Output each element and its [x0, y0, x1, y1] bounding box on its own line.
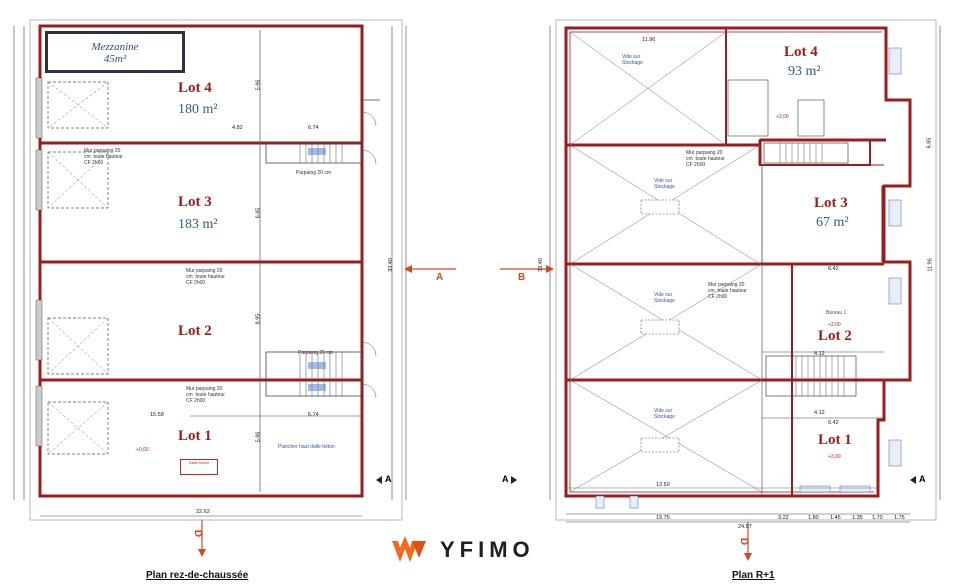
- left-dim-v4: 5.86: [255, 431, 262, 443]
- right-dim-v2: 11.96: [927, 258, 934, 272]
- left-plan-geometry: [13, 19, 456, 557]
- right-dim-sub5: 1.35: [852, 515, 863, 521]
- left-dim-d4: 6.74: [308, 412, 319, 418]
- right-office-label: Bureau 1: [826, 310, 847, 316]
- left-plan-caption: Plan rez-de-chaussée: [146, 570, 249, 581]
- right-lot2-label: Lot 2: [818, 328, 852, 344]
- left-frame: [29, 19, 403, 521]
- right-plan-caption: Plan R+1: [732, 570, 775, 581]
- right-dim-v1: 33.40: [537, 258, 544, 272]
- left-dim-v2: 6.85: [255, 207, 262, 219]
- right-frame: [555, 19, 937, 521]
- left-dim-v3: 8.95: [255, 313, 262, 325]
- right-dim-v3: 6.85: [926, 137, 933, 149]
- right-wall-note-1: Mur parpaing 20 cm toute hauteur CF 2h00: [686, 150, 725, 168]
- mezzanine-area: 45m²: [103, 53, 127, 65]
- right-plan-geometry: [500, 19, 941, 561]
- right-dim-d5: 6.42: [828, 420, 839, 426]
- right-building-outline: [564, 26, 912, 498]
- right-dim-sub1: 19.75: [656, 515, 670, 521]
- left-dim-d2: 6.74: [308, 125, 319, 131]
- left-lot3-area: 183 m²: [178, 217, 218, 232]
- right-void-2: Vide sur Stockage: [654, 178, 675, 190]
- left-wall-note-1: Mur parpaing 20 cm toute hauteur CF 2h00: [84, 148, 123, 166]
- right-section-cut: D: [738, 537, 750, 546]
- left-marker-a: A: [385, 474, 392, 484]
- right-dim-d6: 13.50: [656, 482, 670, 488]
- section-label-a: A: [436, 272, 444, 283]
- right-dim-d3: 4.12: [814, 351, 825, 357]
- right-lot4-label: Lot 4: [784, 44, 818, 60]
- right-dim-sub4: 1.45: [830, 515, 841, 521]
- right-office-level: +3,00: [828, 322, 841, 328]
- left-dim-total: 22.62: [196, 509, 210, 515]
- right-lot4-level: +3,00: [776, 114, 789, 120]
- left-dim-d1: 4.82: [232, 125, 243, 131]
- left-lot3-label: Lot 3: [178, 194, 212, 210]
- right-lot3-label: Lot 3: [814, 195, 848, 211]
- left-dim-v5: 33.40: [387, 258, 394, 272]
- left-lot2-label: Lot 2: [178, 323, 212, 339]
- right-marker-a-left: A: [502, 474, 509, 484]
- right-lot1-label: Lot 1: [818, 432, 852, 448]
- left-lot4-label: Lot 4: [178, 80, 212, 96]
- left-wall-note-2: Mur parpaing 20 cm toute hauteur CF 2h00: [186, 268, 225, 286]
- left-level: +0,00: [136, 447, 149, 453]
- right-dim-total: 24.57: [738, 524, 752, 530]
- right-lot1-level: +3,00: [828, 454, 841, 460]
- left-dim-d3: 15.58: [150, 412, 164, 418]
- left-slab-note: Plancher haut dalle béton: [278, 444, 335, 450]
- left-wall-note-3: Mur parpaing 20 cm toute hauteur CF 2h00: [186, 386, 225, 404]
- right-marker-a-right: A: [919, 474, 926, 484]
- mezzanine-title: Mezzanine: [91, 41, 139, 53]
- brand-logo-icon: [392, 536, 426, 562]
- right-dim-d2: 6.42: [828, 266, 839, 272]
- left-section-cut: D: [192, 529, 204, 538]
- right-void-4: Vide sur Stockage: [654, 408, 675, 420]
- left-parpaing-note-2: Parpaing 20 cm: [298, 350, 334, 356]
- right-dim-sub6: 1.70: [872, 515, 883, 521]
- section-label-b: B: [518, 272, 526, 283]
- right-dim-d4: 4.12: [814, 410, 825, 416]
- right-dim-d1: 11.96: [642, 37, 656, 43]
- right-dim-sub7: 1.75: [894, 515, 905, 521]
- left-lot1-label: Lot 1: [178, 428, 212, 444]
- left-dim-v1: 5.96: [255, 79, 262, 91]
- right-lot3-area: 67 m²: [816, 215, 849, 230]
- left-parpaing-note: Parpaing 20 cm: [296, 170, 332, 176]
- right-void-3: Vide sur Stockage: [654, 292, 675, 304]
- left-lot4-area: 180 m²: [178, 102, 218, 117]
- right-wall-note-2: Mur parpaing 20 cm toute hauteur CF 2h00: [708, 282, 747, 300]
- right-lot4-area: 93 m²: [788, 64, 821, 79]
- right-void-1: Vide sur Stockage: [622, 54, 643, 66]
- brand-name: YFIMO: [440, 537, 535, 562]
- right-dim-sub3: 1.80: [808, 515, 819, 521]
- left-stamp: Dalle béton: [180, 459, 218, 475]
- right-dim-sub2: 3.22: [778, 515, 789, 521]
- mezzanine-box: Mezzanine 45m²: [45, 31, 185, 73]
- brand: YFIMO: [432, 534, 535, 566]
